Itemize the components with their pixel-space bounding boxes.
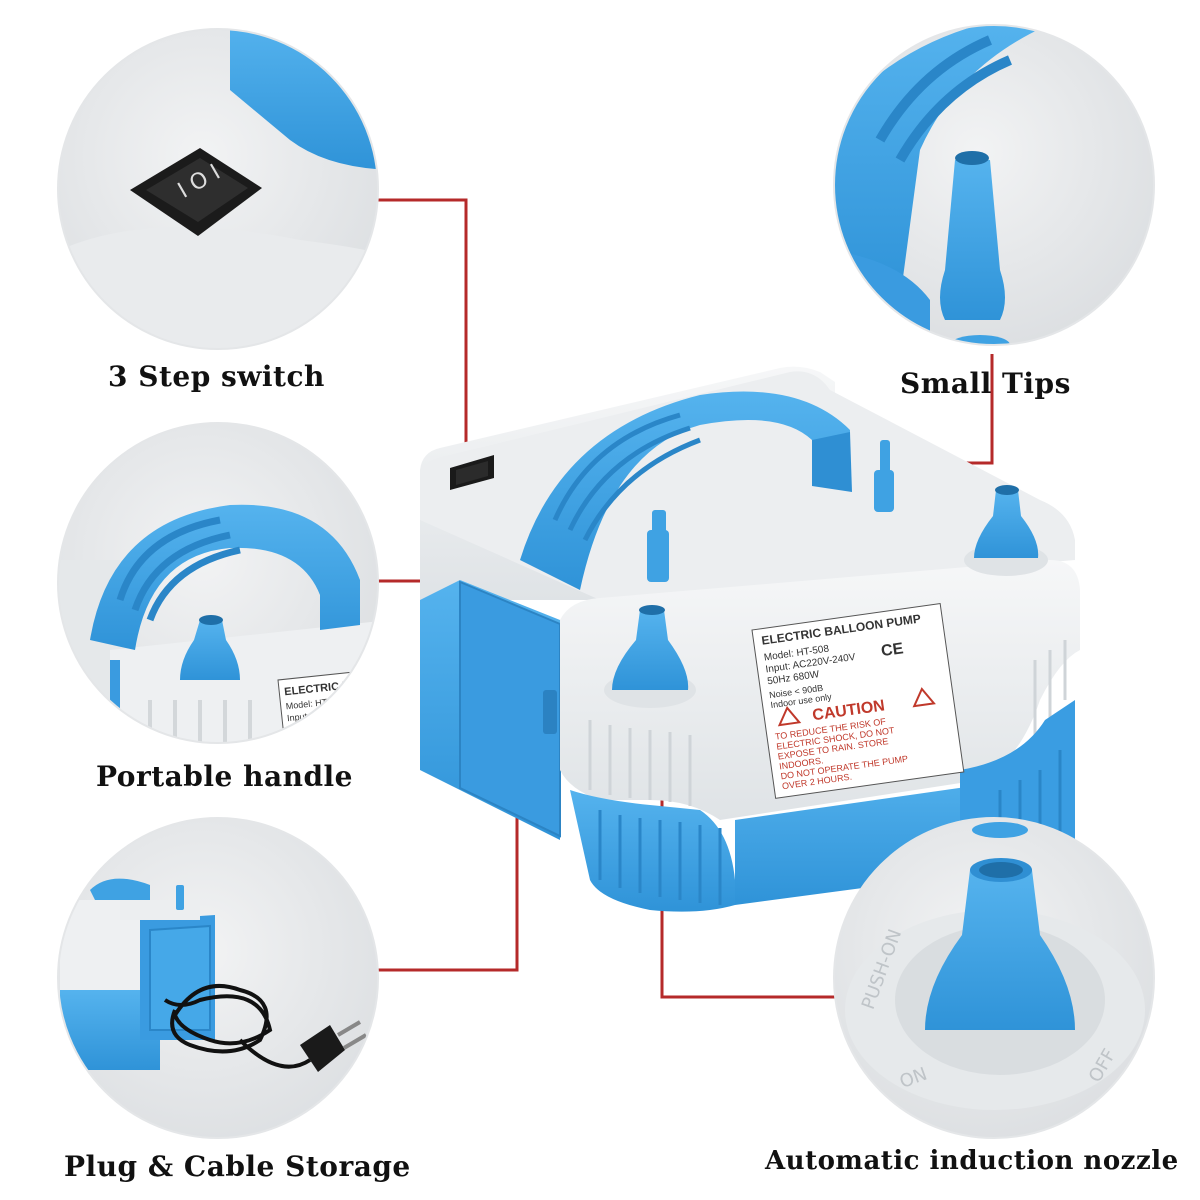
zoom-circle-storage [58,818,378,1138]
caption-switch: 3 Step switch [108,360,325,393]
caption-storage: Plug & Cable Storage [64,1150,411,1183]
nozzle-front [604,605,696,708]
zoom-circle-tips [834,25,1154,345]
warning-triangle-icon [777,705,802,727]
zoom-circle-handle: ELECTRIC BAL Model: HT-508 Input: AC2 [58,423,378,743]
product-label: ELECTRIC BALLOON PUMP Model: HT-508 Inpu… [751,602,965,799]
warning-triangle-icon [912,687,936,708]
nozzle-back [964,485,1048,576]
caption-handle: Portable handle [96,760,353,793]
zoom-circle-switch: I O I [58,29,378,349]
zoom-circle-nozzle: PUSH-ON ON OFF [834,818,1154,1138]
leader-switch [378,198,468,458]
main-pump: ELECTRIC BALLOON PUMP Model: HT-508 Inpu… [420,366,1080,912]
caption-nozzle: Automatic induction nozzle [765,1146,1179,1176]
caption-tips: Small Tips [900,367,1071,400]
label-cert: CE [880,640,905,660]
